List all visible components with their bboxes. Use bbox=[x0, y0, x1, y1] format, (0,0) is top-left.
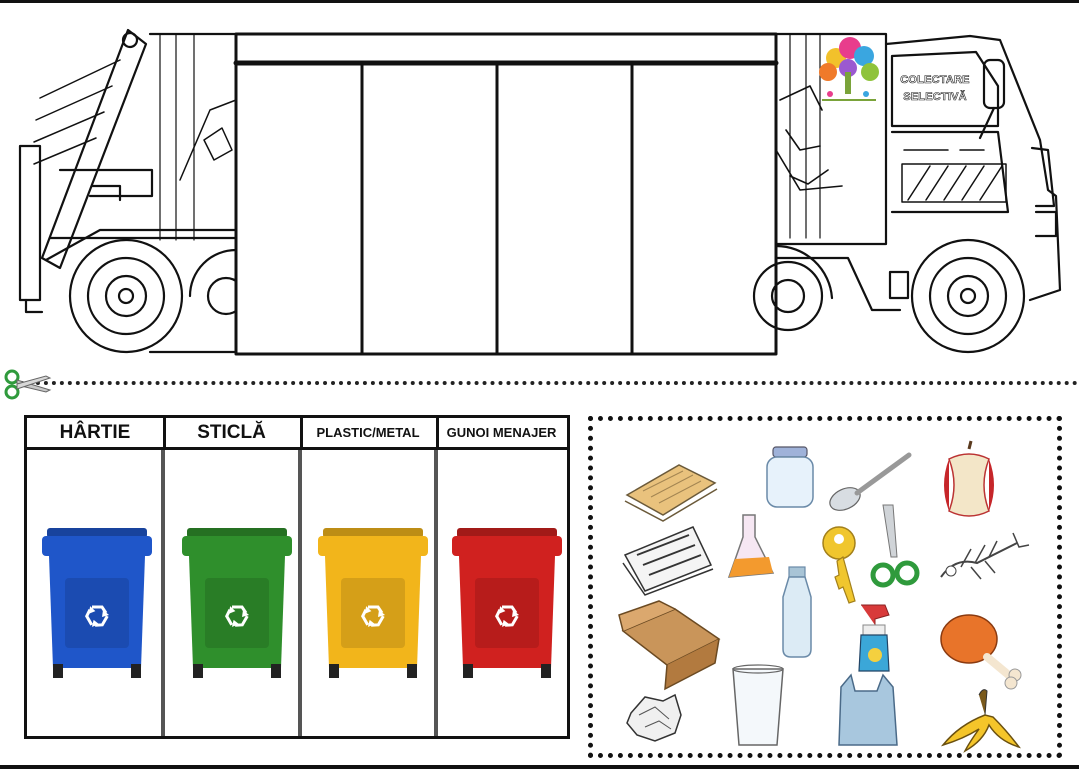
header-divider bbox=[436, 418, 439, 450]
column-divider bbox=[434, 450, 438, 736]
truck-label-line2: SELECTIVĂ bbox=[903, 91, 967, 104]
glass-jar-icon[interactable] bbox=[766, 446, 814, 508]
recycling-bins bbox=[42, 528, 562, 678]
glass-flask-icon[interactable] bbox=[727, 514, 775, 578]
recycle-icon bbox=[225, 605, 249, 627]
spray-bottle-icon[interactable] bbox=[858, 604, 890, 672]
metal-spoon-icon[interactable] bbox=[826, 452, 912, 515]
cut-line bbox=[20, 381, 1078, 385]
crumpled-paper-icon[interactable] bbox=[626, 693, 682, 742]
top-border bbox=[0, 0, 1079, 3]
column-divider bbox=[298, 450, 302, 736]
bin-1 bbox=[42, 528, 152, 678]
bin-2 bbox=[182, 528, 292, 678]
column-divider bbox=[161, 450, 165, 736]
recycle-icon bbox=[361, 605, 385, 627]
paper-sheets-icon[interactable] bbox=[624, 464, 718, 522]
recycle-icon bbox=[85, 605, 109, 627]
bin-header-plastic-metal: PLASTIC/METAL bbox=[300, 418, 436, 450]
truck-label-line1: COLECTARE bbox=[900, 74, 970, 87]
truck-label: COLECTARE SELECTIVĂ bbox=[888, 72, 982, 106]
bin-4 bbox=[452, 528, 562, 678]
bins-panel: HÂRTIE STICLĂ PLASTIC/METAL GUNOI MENAJE… bbox=[24, 415, 570, 739]
bin-header-hartie: HÂRTIE bbox=[27, 418, 163, 450]
header-divider bbox=[163, 418, 166, 450]
glass-bottle-icon[interactable] bbox=[782, 566, 812, 658]
bin-header-sticla: STICLĂ bbox=[163, 418, 300, 450]
garbage-truck-drawing bbox=[18, 28, 1062, 356]
header-divider bbox=[300, 418, 303, 450]
plastic-bag-icon[interactable] bbox=[838, 673, 898, 746]
bin-3 bbox=[318, 528, 428, 678]
scissors-icon bbox=[4, 369, 52, 400]
apple-core-icon[interactable] bbox=[944, 440, 994, 517]
drinking-glass-icon[interactable] bbox=[732, 664, 784, 746]
cardboard-box-icon[interactable] bbox=[618, 600, 721, 691]
chicken-leg-icon[interactable] bbox=[940, 614, 1022, 690]
banana-peel-icon[interactable] bbox=[940, 689, 1021, 753]
scissors-item-icon[interactable] bbox=[870, 504, 920, 588]
bottom-border bbox=[0, 765, 1079, 769]
newspaper-icon[interactable] bbox=[622, 526, 714, 596]
items-panel bbox=[588, 416, 1062, 758]
recycle-icon bbox=[495, 605, 519, 627]
colorful-tree-logo-icon bbox=[819, 37, 879, 101]
waste-items bbox=[618, 440, 1030, 753]
metal-key-icon[interactable] bbox=[822, 526, 856, 604]
bin-header-gunoi-menajer: GUNOI MENAJER bbox=[436, 418, 567, 450]
fish-bone-icon[interactable] bbox=[940, 532, 1030, 580]
